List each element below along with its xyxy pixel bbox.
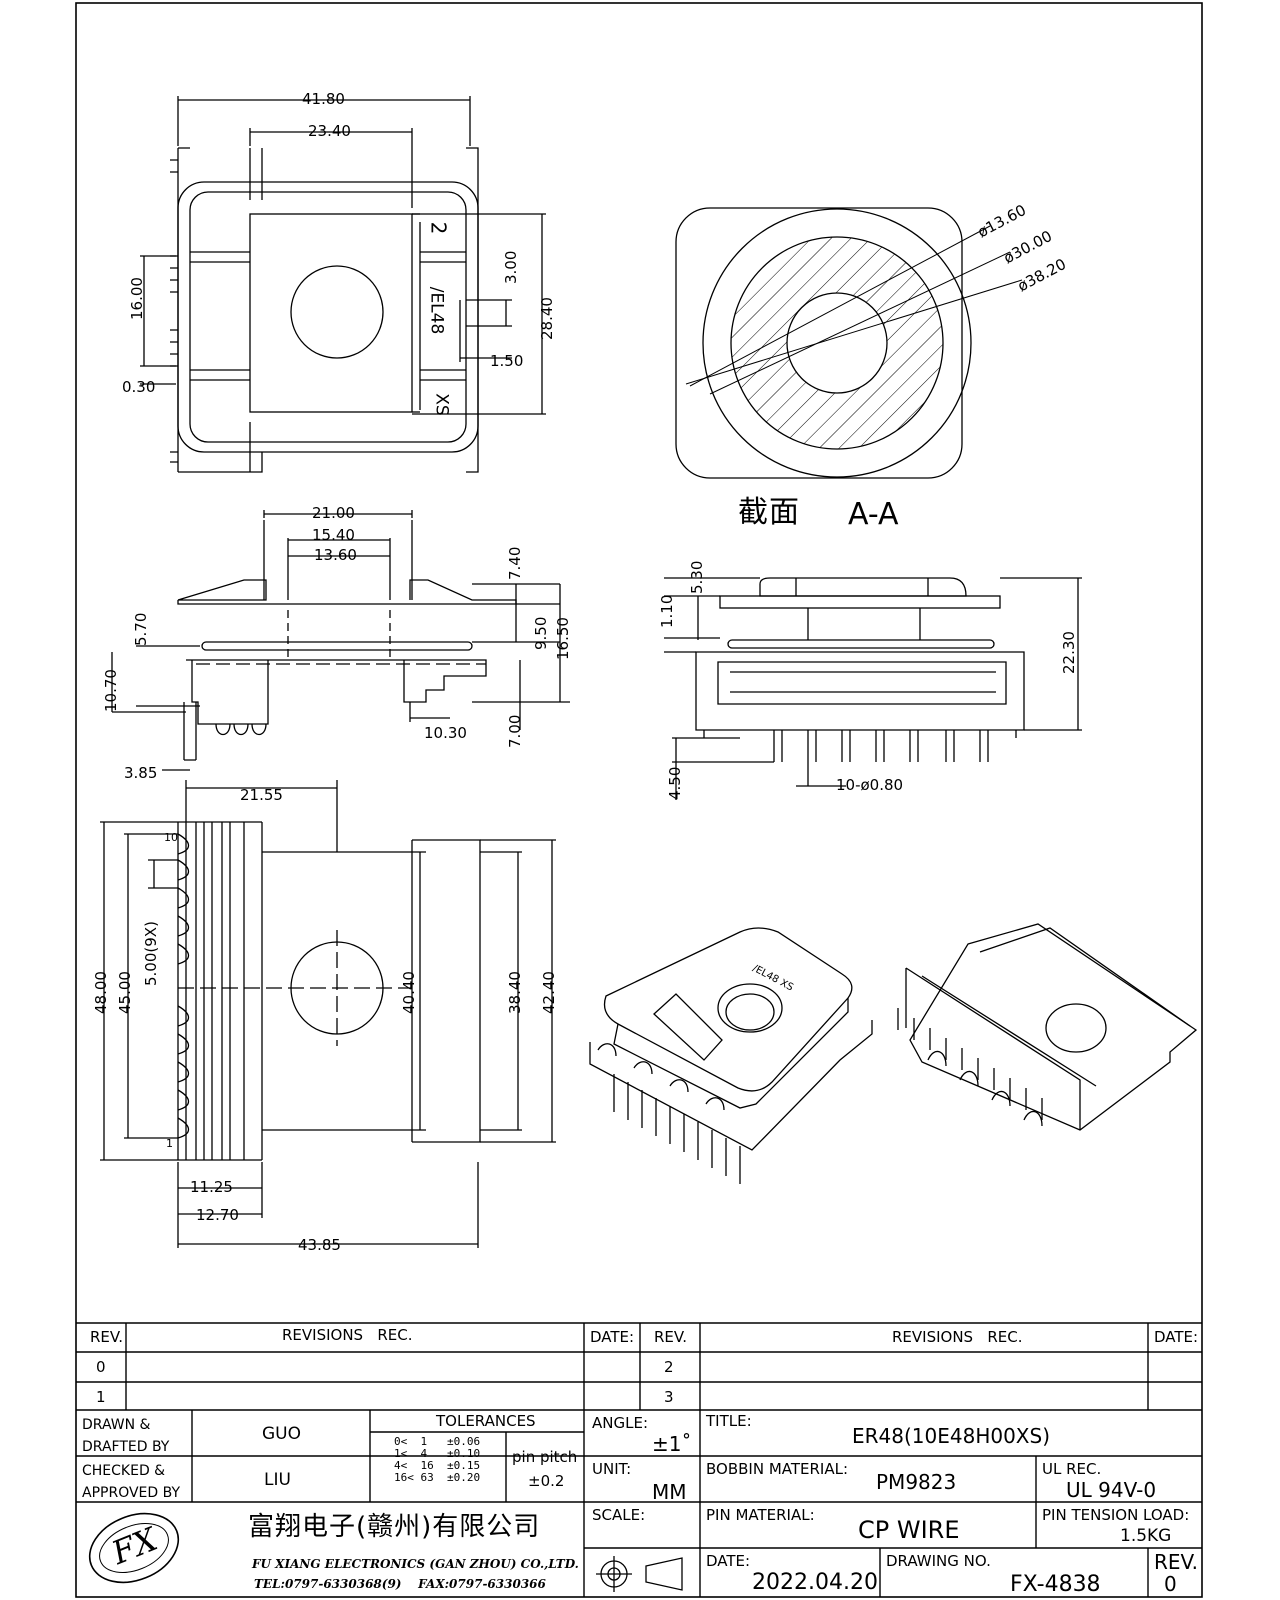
dim-front-pin-offset: 10.30 [424, 724, 467, 742]
company-name-en: FU XIANG ELECTRONICS (GAN ZHOU) CO.,LTD. [252, 1557, 579, 1571]
rev-value: 0 [1164, 1572, 1177, 1596]
pin-label-last: 10 [164, 831, 178, 844]
dim-top-width-inner: 23.40 [308, 122, 351, 140]
bobbin-material: PM9823 [876, 1470, 957, 1494]
drawing-date: 2022.04.20 [752, 1570, 878, 1595]
dim-side-top-gap: 5.30 [688, 560, 706, 594]
dim-bottom-h-pins: 45.00 [116, 971, 134, 1014]
dim-bottom-pitch: 5.00(9X) [142, 921, 160, 986]
ul-label: UL REC. [1042, 1460, 1102, 1478]
svg-text:/EL48 XS: /EL48 XS [751, 963, 795, 994]
drawing-no-label: DRAWING NO. [886, 1552, 991, 1570]
company-contact: TEL:0797-6330368(9) FAX:0797-6330366 [254, 1577, 546, 1591]
isometric-view-bottom [897, 923, 1198, 1131]
mark-el48: /EL48 [426, 286, 447, 335]
dim-bottom-d2: 12.70 [196, 1206, 239, 1224]
mark-xs: XS [431, 393, 452, 416]
side-view [664, 577, 1082, 800]
dim-front-pin-len: 3.85 [124, 764, 158, 782]
rev-row-1: 1 [96, 1388, 106, 1406]
dim-bottom-inner-h1: 40.40 [400, 971, 418, 1014]
dim-top-width-overall: 41.80 [302, 90, 345, 108]
pin-label-first: 1 [166, 1137, 173, 1150]
date-header-left: DATE: [590, 1328, 635, 1346]
unit-label: UNIT: [592, 1460, 632, 1478]
pin-material-label: PIN MATERIAL: [706, 1506, 815, 1524]
unit-value: MM [652, 1480, 687, 1504]
revisions-header-right: REVISIONS REC. [892, 1328, 1023, 1346]
title-label: TITLE: [706, 1412, 752, 1430]
dim-front-bore: 13.60 [314, 546, 357, 564]
dim-side-height: 22.30 [1060, 631, 1078, 674]
angle-label: ANGLE: [592, 1414, 648, 1432]
rev-row-2: 2 [664, 1358, 674, 1376]
projection-symbol [596, 1556, 683, 1592]
front-view [111, 510, 570, 771]
rev-label: REV. [1154, 1550, 1198, 1574]
dim-front-top-h: 7.40 [506, 546, 524, 580]
pin-pitch-value: ±0.2 [528, 1472, 565, 1490]
section-label: A-A [848, 497, 899, 532]
isometric-view-top: /EL48 XS [589, 927, 873, 1184]
bobbin-label: BOBBIN MATERIAL: [706, 1460, 849, 1478]
rev-header-right: REV. [654, 1328, 687, 1346]
scale-label: SCALE: [592, 1506, 646, 1524]
dim-side-pins: 10-ø0.80 [836, 776, 904, 794]
section-label-cn: 截面 [738, 495, 800, 530]
rev-header-left: REV. [90, 1328, 123, 1346]
checked-label: CHECKED & APPROVED BY [82, 1463, 181, 1501]
dim-top-slot-w: 3.00 [502, 250, 520, 284]
tolerances-label: TOLERANCES [436, 1412, 536, 1430]
drawn-label: DRAWN & DRAFTED BY [82, 1417, 170, 1455]
bottom-view [100, 780, 556, 1248]
drawing-title: ER48(10E48H00XS) [852, 1424, 1051, 1448]
drawn-by: GUO [262, 1424, 301, 1444]
dim-top-depth: 28.40 [538, 297, 556, 340]
dim-top-pin-span: 16.00 [128, 277, 146, 320]
dim-bottom-width: 43.85 [298, 1236, 341, 1254]
section-view [675, 207, 1023, 479]
dim-front-total-h: 16.50 [554, 617, 572, 660]
pin-tension-value: 1.5KG [1120, 1526, 1172, 1546]
fx-logo [88, 1512, 180, 1584]
dim-front-mid-h: 9.50 [532, 616, 550, 650]
dim-front-core-w: 15.40 [312, 526, 355, 544]
dim-bottom-d1: 11.25 [190, 1178, 233, 1196]
dim-bottom-inner-h2: 38.40 [506, 971, 524, 1014]
pin-pitch-label: pin pitch [512, 1448, 578, 1466]
dim-side-pin-len: 4.50 [666, 766, 684, 800]
rev-row-0: 0 [96, 1358, 106, 1376]
mark-2: 2 [426, 221, 451, 235]
sheet-border [75, 2, 1203, 1598]
rev-row-3: 3 [664, 1388, 674, 1406]
dim-bottom-outer-h: 42.40 [540, 971, 558, 1014]
top-view [140, 96, 546, 473]
ul-value: UL 94V-0 [1066, 1478, 1157, 1502]
revisions-header-left: REVISIONS REC. [282, 1326, 413, 1344]
angle-value: ±1˚ [652, 1432, 692, 1456]
dim-front-base-depth: 7.00 [506, 714, 524, 748]
tolerances-table: 0< 1 ±0.06 1< 4 ±0.10 4< 16 ±0.15 16< 63… [394, 1435, 481, 1484]
dim-bottom-h-overall: 48.00 [92, 971, 110, 1014]
date-header-right: DATE: [1154, 1328, 1199, 1346]
dim-front-base-h: 10.70 [102, 669, 120, 712]
dim-top-slot-h: 1.50 [490, 352, 524, 370]
date-label: DATE: [706, 1552, 751, 1570]
checked-by: LIU [264, 1470, 291, 1490]
dim-top-offset: 0.30 [122, 378, 156, 396]
title-block-grid [76, 1322, 1202, 1597]
dim-front-ledge: 5.70 [132, 612, 150, 646]
company-name-cn: 富翔电子(赣州)有限公司 [248, 1512, 541, 1542]
drawing-no: FX-4838 [1010, 1572, 1101, 1597]
pin-tension-label: PIN TENSION LOAD: [1042, 1506, 1190, 1524]
dim-front-flange-w: 21.00 [312, 504, 355, 522]
pin-material: CP WIRE [858, 1516, 960, 1544]
dim-side-flange-t: 1.10 [658, 594, 676, 628]
dim-bottom-half-w: 21.55 [240, 786, 283, 804]
